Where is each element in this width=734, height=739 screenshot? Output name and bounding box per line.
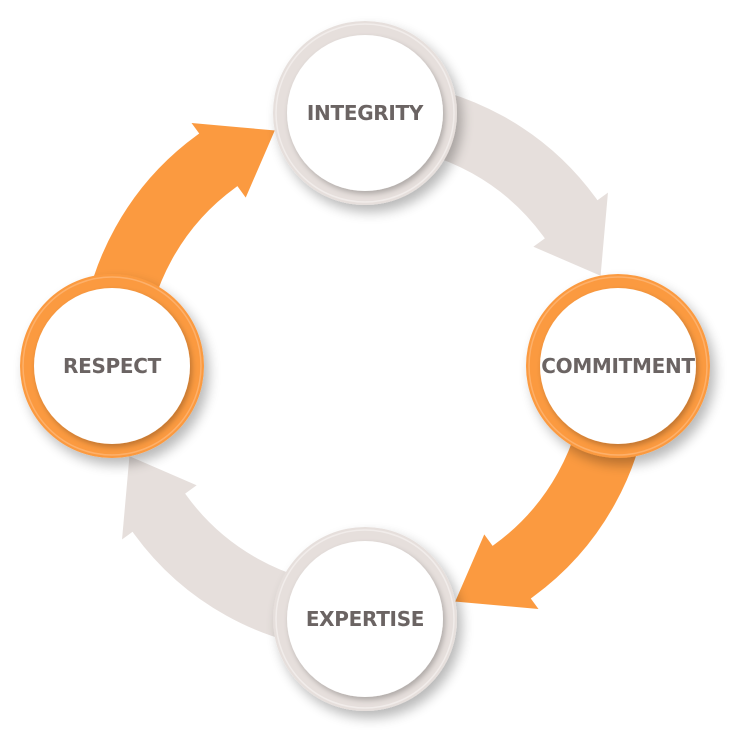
node-commitment-highlight (528, 276, 708, 456)
node-respect-face (34, 288, 190, 444)
node-expertise-label: EXPERTISE (306, 607, 424, 631)
node-expertise-highlight (275, 529, 455, 709)
node-commitment-label: COMMITMENT (541, 354, 695, 378)
node-respect-highlight (22, 276, 202, 456)
node-integrity-highlight (275, 23, 455, 203)
node-expertise-face (287, 541, 443, 697)
node-integrity-label: INTEGRITY (307, 101, 424, 125)
node-integrity-face (287, 35, 443, 191)
node-commitment: COMMITMENT (526, 274, 710, 458)
nodes-layer: INTEGRITY COMMITMENT EXPERTISE RESPECT (20, 21, 710, 711)
node-respect-label: RESPECT (63, 354, 162, 378)
node-integrity: INTEGRITY (273, 21, 457, 205)
node-expertise: EXPERTISE (273, 527, 457, 711)
node-respect: RESPECT (20, 274, 204, 458)
node-commitment-face (540, 288, 696, 444)
